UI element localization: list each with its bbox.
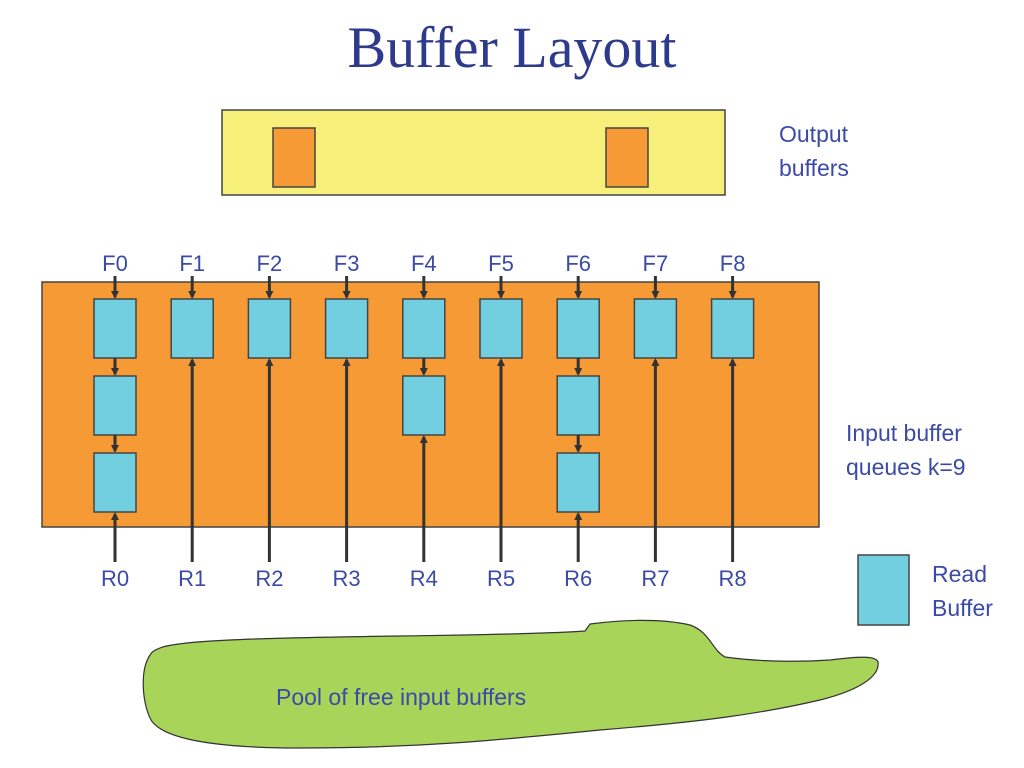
read-buffer bbox=[93, 452, 137, 513]
read-buffer bbox=[402, 375, 446, 436]
read-buffer bbox=[170, 298, 214, 359]
input-label-line2: queues k=9 bbox=[846, 454, 966, 480]
read-buffer bbox=[479, 298, 523, 359]
queue-bottom-label: R3 bbox=[333, 566, 361, 591]
queue-top-label: F6 bbox=[565, 251, 591, 276]
input-queues-label: Input buffer queues k=9 bbox=[846, 416, 966, 484]
queue-top-label: F3 bbox=[334, 251, 360, 276]
pool-label: Pool of free input buffers bbox=[276, 684, 527, 710]
queue-top-label: F4 bbox=[411, 251, 437, 276]
read-buffer bbox=[324, 298, 369, 359]
read-buffer bbox=[93, 298, 137, 359]
read-buffer bbox=[633, 298, 678, 359]
queue-bottom-label: R8 bbox=[719, 566, 747, 591]
queue-bottom-label: R6 bbox=[564, 566, 592, 591]
read-buffer bbox=[93, 375, 137, 436]
read-buffer bbox=[556, 298, 600, 359]
legend-read-buffer-swatch bbox=[857, 554, 910, 626]
input-label-line1: Input buffer bbox=[846, 420, 962, 446]
output-label-line1: Output bbox=[779, 121, 849, 147]
queue-top-label: F0 bbox=[102, 251, 128, 276]
legend-label-line1: Read bbox=[932, 561, 987, 587]
output-buffers-area bbox=[221, 109, 726, 196]
read-buffer bbox=[402, 298, 446, 359]
read-buffer bbox=[556, 452, 600, 513]
page-title: Buffer Layout bbox=[347, 15, 677, 80]
read-buffer bbox=[710, 298, 755, 359]
queue-top-label: F5 bbox=[488, 251, 514, 276]
queue-top-label: F7 bbox=[643, 251, 669, 276]
output-label-line2: buffers bbox=[779, 155, 849, 181]
legend-read-buffer-label: Read Buffer bbox=[932, 557, 993, 625]
queue-bottom-label: R5 bbox=[487, 566, 515, 591]
queue-bottom-label: R7 bbox=[641, 566, 669, 591]
output-buffer bbox=[605, 127, 649, 188]
legend-label-line2: Buffer bbox=[932, 595, 993, 621]
queue-top-label: F8 bbox=[720, 251, 746, 276]
queue-bottom-label: R4 bbox=[410, 566, 438, 591]
queue-top-label: F2 bbox=[257, 251, 283, 276]
output-buffer bbox=[272, 127, 316, 188]
output-buffers-label: Output buffers bbox=[779, 117, 849, 185]
queue-bottom-label: R2 bbox=[255, 566, 283, 591]
read-buffer bbox=[247, 298, 292, 359]
read-buffer bbox=[556, 375, 600, 436]
free-buffer-pool-blob bbox=[142, 619, 879, 749]
queue-bottom-label: R0 bbox=[101, 566, 129, 591]
queue-top-label: F1 bbox=[179, 251, 205, 276]
queue-bottom-label: R1 bbox=[178, 566, 206, 591]
